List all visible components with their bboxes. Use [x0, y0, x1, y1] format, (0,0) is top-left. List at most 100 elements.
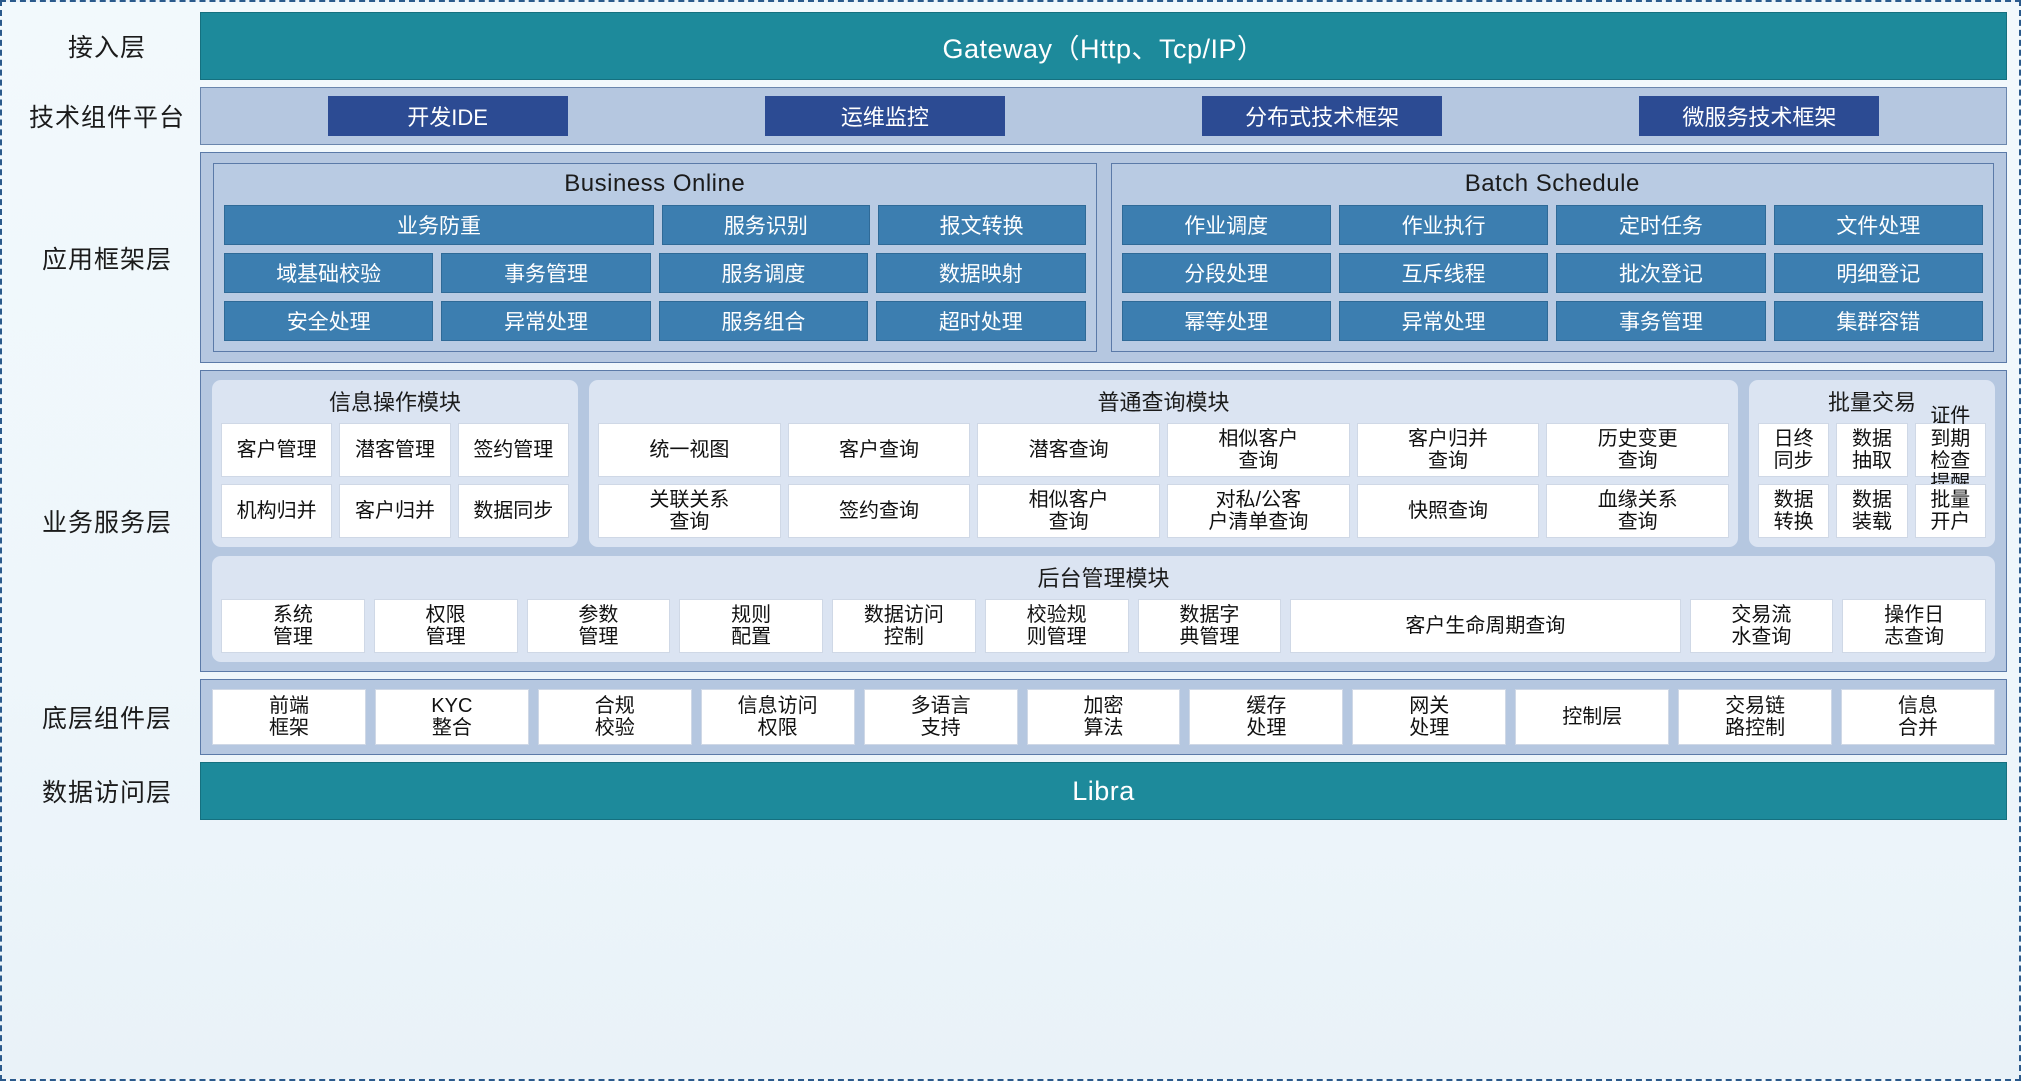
framework-group-title: Business Online: [564, 170, 746, 197]
fw-cell-service-identify[interactable]: 服务识别: [661, 205, 870, 245]
base-cell-transaction-link-control[interactable]: 交易链 路控制: [1678, 689, 1833, 745]
base-cell-control-layer[interactable]: 控制层: [1515, 689, 1670, 745]
back-cell-rule-config[interactable]: 规则 配置: [679, 599, 823, 653]
fw-cell-idempotent-handling[interactable]: 幂等处理: [1121, 301, 1331, 341]
fw-cell-message-transform[interactable]: 报文转换: [877, 205, 1086, 245]
svc-cell-history-change-query[interactable]: 历史变更 查询: [1546, 423, 1730, 477]
back-cell-customer-lifecycle-query[interactable]: 客户生命周期查询: [1290, 599, 1681, 653]
fw-cell-timed-task[interactable]: 定时任务: [1556, 205, 1766, 245]
tech-chip-distributed[interactable]: 分布式技术框架: [1202, 96, 1443, 136]
fw-cell-batch-register[interactable]: 批次登记: [1556, 253, 1766, 293]
fw-cell-service-composition[interactable]: 服务组合: [658, 301, 869, 341]
back-cell-validation-rule-mgmt[interactable]: 校验规 则管理: [984, 599, 1129, 653]
base-cell-compliance-check[interactable]: 合规 校验: [537, 689, 692, 745]
layer-row-access: 接入层 Gateway（Http、Tcp/IP）: [14, 12, 2007, 80]
back-cell-data-access-control[interactable]: 数据访问 控制: [832, 599, 976, 653]
fw-cell-business-dedup[interactable]: 业务防重: [224, 205, 654, 245]
back-cell-system-mgmt[interactable]: 系统 管理: [221, 599, 365, 653]
svc-cell-snapshot-query[interactable]: 快照查询: [1356, 484, 1540, 538]
base-cell-info-merge[interactable]: 信息 合并: [1841, 689, 1995, 745]
fw-cell-detail-register[interactable]: 明细登记: [1773, 253, 1983, 293]
fw-cell-timeout-handling[interactable]: 超时处理: [876, 301, 1086, 341]
back-cell-transaction-flow-query[interactable]: 交易流 水查询: [1689, 599, 1834, 653]
service-row: 系统 管理 权限 管理 参数 管理 规则 配置 数据访问 控制 校验规 则管理 …: [221, 599, 1987, 653]
svc-cell-unified-view[interactable]: 统一视图: [598, 423, 781, 477]
service-panel: 信息操作模块 客户管理 潜客管理 签约管理 机构归并 客户归并 数据同步: [200, 370, 2007, 672]
tech-platform-panel: 开发IDE 运维监控 分布式技术框架 微服务技术框架: [200, 87, 2007, 145]
fw-cell-transaction-mgmt[interactable]: 事务管理: [441, 253, 651, 293]
svc-cell-eod-sync[interactable]: 日终 同步: [1758, 423, 1830, 477]
svc-cell-data-sync[interactable]: 数据同步: [457, 484, 569, 538]
tech-chip-ops[interactable]: 运维监控: [764, 96, 1005, 136]
svc-cell-org-merge[interactable]: 机构归并: [221, 484, 333, 538]
service-group-common-query: 普通查询模块 统一视图 客户查询 潜客查询 相似客户 查询 客户归并 查询 历史…: [589, 380, 1738, 547]
service-row: 机构归并 客户归并 数据同步: [221, 484, 569, 538]
base-cell-multilanguage-support[interactable]: 多语言 支持: [863, 689, 1018, 745]
svc-cell-private-public-customer-list-query[interactable]: 对私/公客 户清单查询: [1167, 484, 1350, 538]
svc-cell-customer-merge[interactable]: 客户归并: [339, 484, 451, 538]
service-group-info-operation: 信息操作模块 客户管理 潜客管理 签约管理 机构归并 客户归并 数据同步: [212, 380, 578, 547]
service-row: 客户管理 潜客管理 签约管理: [221, 423, 569, 477]
tech-chip-ide[interactable]: 开发IDE: [327, 96, 568, 136]
gateway-bar[interactable]: Gateway（Http、Tcp/IP）: [200, 12, 2007, 80]
framework-group-batch-schedule: Batch Schedule 作业调度 作业执行 定时任务 文件处理 分段处理 …: [1110, 163, 1994, 352]
fw-cell-domain-validation[interactable]: 域基础校验: [224, 253, 434, 293]
base-cell-gateway-handling[interactable]: 网关 处理: [1352, 689, 1507, 745]
layer-label-data: 数据访问层: [41, 779, 172, 807]
svc-cell-similar-customer-query-2[interactable]: 相似客户 查询: [977, 484, 1161, 538]
framework-row: 幂等处理 异常处理 事务管理 集群容错: [1121, 301, 1983, 341]
svc-cell-batch-account-open[interactable]: 批量 开户: [1914, 484, 1986, 538]
fw-cell-file-handling[interactable]: 文件处理: [1773, 205, 1983, 245]
svc-cell-contract-mgmt[interactable]: 签约管理: [457, 423, 569, 477]
fw-cell-security-handling[interactable]: 安全处理: [224, 301, 434, 341]
base-cell-encryption-algorithm[interactable]: 加密 算法: [1026, 689, 1181, 745]
svc-cell-data-load[interactable]: 数据 装载: [1836, 484, 1908, 538]
svc-cell-relation-query[interactable]: 关联关系 查询: [598, 484, 781, 538]
fw-cell-exception-handling[interactable]: 异常处理: [441, 301, 651, 341]
back-cell-permission-mgmt[interactable]: 权限 管理: [373, 599, 518, 653]
base-cell-kyc-integration[interactable]: KYC 整合: [374, 689, 529, 745]
service-group-batch-transaction: 批量交易 日终 同步 数据 抽取 证件到期 检查提醒 数据 转换 数据 装载 批…: [1749, 380, 1995, 547]
svc-cell-cert-expiry-reminder[interactable]: 证件到期 检查提醒: [1914, 405, 1986, 494]
svc-cell-prospect-mgmt[interactable]: 潜客管理: [339, 423, 451, 477]
framework-row: 分段处理 互斥线程 批次登记 明细登记: [1121, 253, 1983, 293]
back-cell-operation-log-query[interactable]: 操作日 志查询: [1842, 599, 1987, 653]
base-cell-info-access-permission[interactable]: 信息访问 权限: [700, 689, 855, 745]
libra-bar[interactable]: Libra: [200, 762, 2007, 820]
layer-label-access: 接入层: [67, 34, 146, 62]
svc-cell-customer-mgmt[interactable]: 客户管理: [221, 423, 333, 477]
fw-cell-transaction-mgmt-batch[interactable]: 事务管理: [1556, 301, 1766, 341]
layer-body-tech: 开发IDE 运维监控 分布式技术框架 微服务技术框架: [200, 87, 2007, 145]
fw-cell-service-dispatch[interactable]: 服务调度: [658, 253, 869, 293]
svc-cell-lineage-query[interactable]: 血缘关系 查询: [1546, 484, 1730, 538]
base-cell-frontend-framework[interactable]: 前端 框架: [212, 689, 366, 745]
fw-cell-cluster-fault-tolerance[interactable]: 集群容错: [1773, 301, 1983, 341]
back-cell-data-dictionary-mgmt[interactable]: 数据字 典管理: [1137, 599, 1282, 653]
service-group-backend-mgmt: 后台管理模块 系统 管理 权限 管理 参数 管理 规则 配置 数据访问 控制 校…: [212, 556, 1995, 662]
framework-panel: Business Online 业务防重 服务识别 报文转换 域基础校验 事务管…: [200, 152, 2007, 363]
layer-body-service: 信息操作模块 客户管理 潜客管理 签约管理 机构归并 客户归并 数据同步: [200, 370, 2007, 672]
svc-cell-customer-query[interactable]: 客户查询: [787, 423, 971, 477]
svc-cell-prospect-query[interactable]: 潜客查询: [977, 423, 1161, 477]
back-cell-parameter-mgmt[interactable]: 参数 管理: [526, 599, 671, 653]
fw-cell-mutex-thread[interactable]: 互斥线程: [1338, 253, 1549, 293]
fw-cell-exception-handling-batch[interactable]: 异常处理: [1338, 301, 1549, 341]
fw-cell-data-mapping[interactable]: 数据映射: [876, 253, 1086, 293]
service-group-title: 信息操作模块: [328, 390, 461, 415]
service-row: 日终 同步 数据 抽取 证件到期 检查提醒: [1758, 405, 1986, 494]
svc-cell-contract-query[interactable]: 签约查询: [787, 484, 971, 538]
tech-chip-microservice[interactable]: 微服务技术框架: [1639, 96, 1880, 136]
svc-cell-similar-customer-query[interactable]: 相似客户 查询: [1167, 423, 1350, 477]
service-group-title: 批量交易: [1827, 390, 1916, 415]
svc-cell-data-extract[interactable]: 数据 抽取: [1836, 423, 1908, 477]
svc-cell-customer-merge-query[interactable]: 客户归并 查询: [1356, 423, 1540, 477]
svc-cell-data-transform[interactable]: 数据 转换: [1758, 484, 1830, 538]
layer-body-data: Libra: [200, 762, 2007, 820]
framework-row: 域基础校验 事务管理 服务调度 数据映射: [224, 253, 1086, 293]
base-cell-cache-handling[interactable]: 缓存 处理: [1189, 689, 1344, 745]
layer-label-service: 业务服务层: [41, 509, 172, 537]
fw-cell-job-schedule[interactable]: 作业调度: [1121, 205, 1331, 245]
fw-cell-job-execute[interactable]: 作业执行: [1338, 205, 1549, 245]
fw-cell-segment-processing[interactable]: 分段处理: [1121, 253, 1331, 293]
